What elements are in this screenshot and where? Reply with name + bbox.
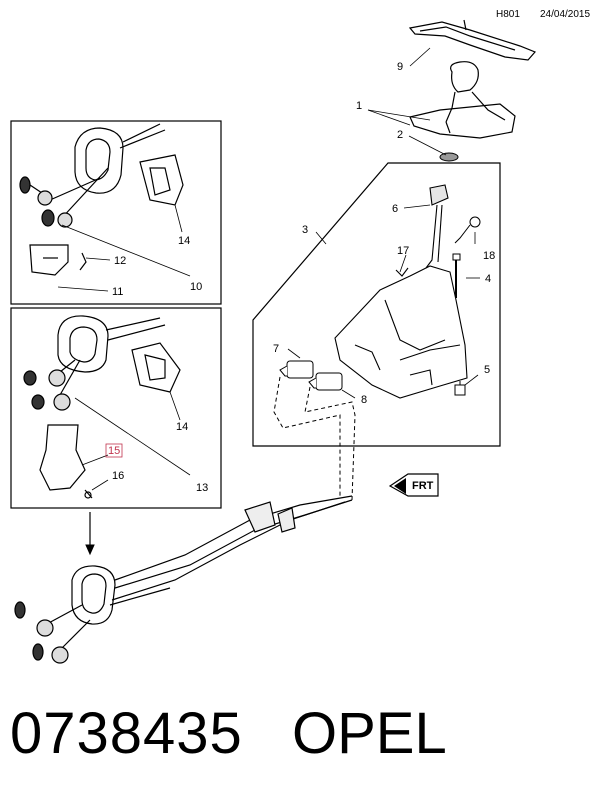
callout-7: 7	[273, 343, 279, 355]
detail-lower-cables	[23, 315, 181, 499]
cable-connectors	[279, 360, 343, 391]
callout-16: 16	[112, 470, 124, 482]
direction-marker: FRT	[388, 473, 439, 497]
leaders-main	[287, 47, 480, 399]
callout-2: 2	[397, 129, 403, 141]
brand-name: OPEL	[292, 701, 447, 766]
callout-14b: 14	[176, 421, 188, 433]
detail-upper-cables	[19, 123, 184, 276]
leaders-upper	[57, 204, 191, 292]
callout-14a: 14	[178, 235, 190, 247]
leaders-lower	[74, 391, 191, 491]
callout-4: 4	[485, 273, 491, 285]
bolt-5	[454, 381, 466, 396]
gaiter-frame	[408, 19, 537, 61]
callout-17: 17	[397, 245, 409, 257]
callout-1: 1	[356, 100, 362, 112]
callout-12: 12	[114, 255, 126, 267]
callout-8: 8	[361, 394, 367, 406]
down-arrow	[85, 512, 95, 556]
detail-frame-upper	[10, 120, 222, 305]
detail-frame-lower	[10, 307, 222, 509]
callout-13: 13	[196, 482, 208, 494]
callout-11: 11	[112, 286, 123, 298]
callout-10: 10	[190, 281, 202, 293]
callout-5: 5	[484, 364, 490, 376]
callout-18: 18	[483, 250, 495, 262]
callout-15-highlight	[105, 443, 123, 458]
shift-knob-boot	[409, 61, 516, 139]
diagram-date: 24/04/2015	[540, 9, 591, 20]
callout-6: 6	[392, 203, 398, 215]
frt-label: FRT	[412, 480, 434, 492]
cable-dashed-paths	[273, 376, 356, 501]
sheet-code: H801	[496, 9, 520, 20]
callout-3: 3	[302, 224, 308, 236]
part-number: 0738435	[10, 701, 243, 766]
clip-18	[454, 216, 481, 244]
shift-housing	[334, 184, 468, 399]
retaining-ring	[439, 152, 459, 162]
shift-assembly-frame	[252, 162, 501, 447]
callout-15: 15	[108, 445, 120, 457]
main-cable-assembly	[14, 495, 353, 664]
callout-9: 9	[397, 61, 403, 73]
